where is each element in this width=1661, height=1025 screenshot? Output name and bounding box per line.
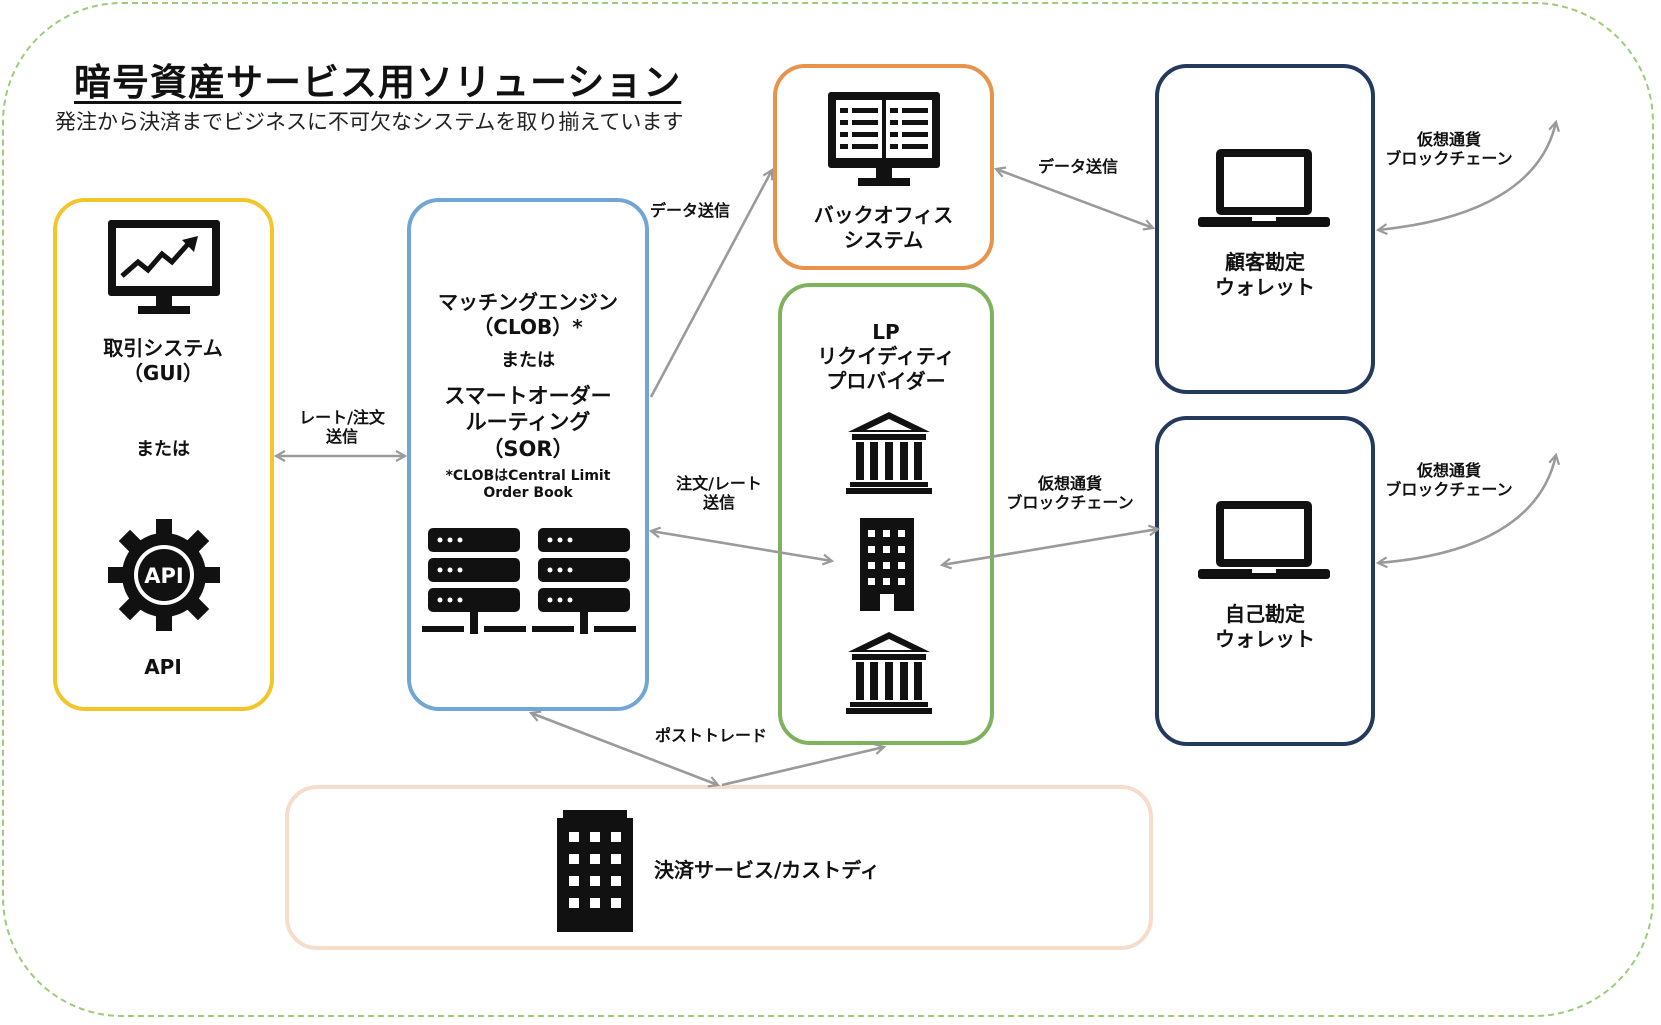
bank-icon [846, 412, 932, 494]
building-icon [557, 810, 633, 932]
arrow-lp-own [942, 529, 1158, 565]
arrow-lp-settlement [721, 747, 884, 787]
arrow-matching-settlement [531, 713, 718, 785]
page-subtitle: 発注から決済までビジネスに不可欠なシステムを取り揃えています [55, 110, 684, 134]
edge-label-crypto-own: 仮想通貨 ブロックチェーン [1385, 461, 1513, 500]
lp-box [778, 283, 994, 745]
sor-label: スマートオーダー ルーティング （SOR） [444, 384, 612, 461]
arrow-backoffice-customer [996, 169, 1153, 228]
edge-label-data-send-2: データ送信 [1038, 157, 1119, 176]
matching-engine-label: マッチングエンジン （CLOB）* [438, 290, 618, 339]
edge-label-crypto-lp: 仮想通貨 ブロックチェーン [1006, 474, 1134, 513]
matching-or-label: または [501, 350, 555, 371]
settlement-label: 決済サービス/カストディ [654, 858, 880, 882]
bank-icon [846, 632, 932, 714]
arrow-matching-backoffice [649, 170, 772, 398]
monitor-chart-icon [108, 220, 220, 314]
api-label: API [144, 655, 182, 679]
edge-label-rate-order: レート/注文 送信 [299, 408, 385, 447]
trading-or-label: または [136, 439, 190, 460]
arrow-own-chain [1378, 455, 1556, 563]
edge-label-order-rate: 注文/レート 送信 [676, 474, 762, 513]
building-icon [860, 518, 914, 611]
matching-engine-box [407, 198, 649, 711]
laptop-icon [1198, 501, 1330, 579]
server-rack-icon [422, 528, 636, 634]
page-title: 暗号資産サービス用ソリューション [74, 61, 682, 104]
gear-api-icon: API [108, 519, 220, 631]
lp-label: LP リクイディティ プロバイダー [817, 320, 955, 393]
api-icon-text: API [144, 564, 183, 588]
own-wallet-box [1155, 416, 1375, 746]
trading-system-label: 取引システム （GUI） [103, 336, 223, 385]
arrow-customer-chain [1378, 122, 1556, 230]
edge-label-crypto-customer: 仮想通貨 ブロックチェーン [1385, 130, 1513, 169]
edge-label-post-trade: ポストトレード [655, 726, 768, 745]
laptop-icon [1198, 149, 1330, 227]
own-wallet-label: 自己勘定 ウォレット [1215, 602, 1315, 651]
customer-wallet-box [1155, 64, 1375, 394]
clob-note: *CLOBはCentral Limit Order Book [445, 468, 611, 501]
arrow-matching-lp [651, 531, 832, 561]
settlement-box [285, 785, 1153, 950]
monitor-document-icon [828, 92, 940, 186]
edge-label-data-send-1: データ送信 [650, 201, 731, 220]
back-office-label: バックオフィス システム [813, 203, 954, 252]
customer-wallet-label: 顧客勘定 ウォレット [1215, 250, 1315, 299]
